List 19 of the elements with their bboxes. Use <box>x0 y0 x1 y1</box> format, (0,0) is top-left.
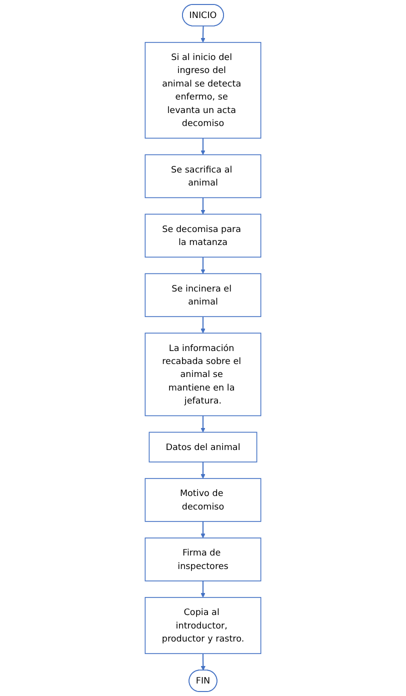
node-box: Si al inicio del ingreso del animal se detecta enfermo, se levanta un acta decomiso <box>144 42 262 139</box>
arrow <box>200 462 206 479</box>
node-box: Motivo de decomiso <box>144 478 262 522</box>
arrow <box>200 26 206 43</box>
arrow <box>200 580 206 598</box>
node-box: La información recabada sobre el animal se mantiene en la jefatura. <box>144 332 262 416</box>
arrow <box>200 521 206 538</box>
arrow <box>200 654 206 671</box>
node-box: Se decomisa para la matanza <box>144 214 262 258</box>
node-box: Datos del animal <box>148 432 258 462</box>
arrow <box>200 138 206 155</box>
arrow <box>200 198 206 214</box>
arrow <box>200 316 206 334</box>
arrow <box>200 257 206 274</box>
node-box: Firma de inspectores <box>144 538 262 582</box>
arrow <box>200 416 206 432</box>
node-box: Se incinera el animal <box>144 273 262 318</box>
node-box: Copia al introductor, productor y rastro. <box>144 597 262 654</box>
node-box: Se sacrifica al animal <box>144 154 262 198</box>
